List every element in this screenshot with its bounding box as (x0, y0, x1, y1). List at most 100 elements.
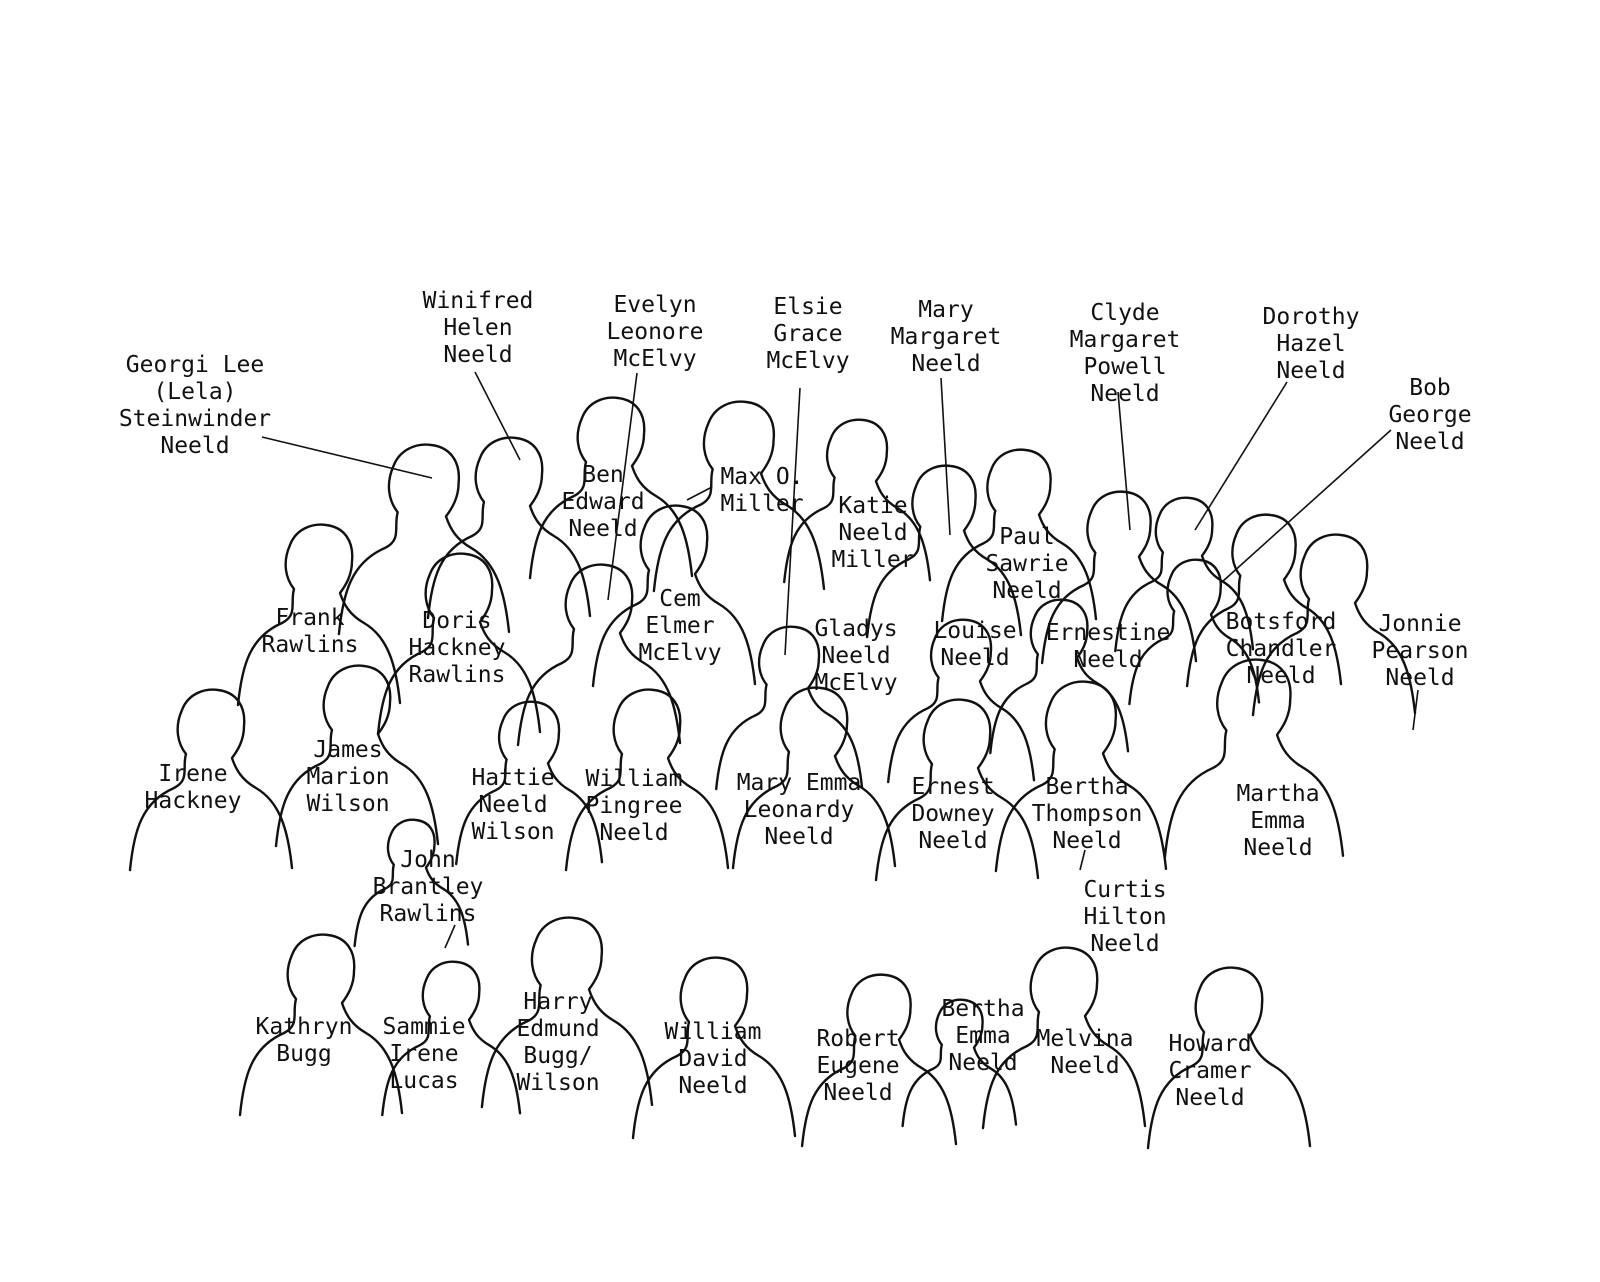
name-line: Neeld (678, 1073, 748, 1099)
name-line: Leonore (606, 319, 704, 345)
name-line: Miller (831, 547, 915, 573)
name-line: McElvy (613, 346, 697, 372)
silhouette-bob (1128, 558, 1261, 706)
name-line: Cramer (1168, 1058, 1252, 1084)
name-line: Bugg (276, 1041, 332, 1067)
name-line: Miller (720, 491, 804, 517)
name-line: Katie (838, 493, 908, 519)
silhouette-ernestine (989, 598, 1130, 755)
name-line: Elmer (645, 613, 715, 639)
name-line: Margaret (890, 324, 1002, 350)
name-line: Sammie (382, 1014, 466, 1040)
name-line: Neeld (1090, 931, 1160, 957)
name-line: Neeld (823, 1080, 893, 1106)
name-line: Neeld (160, 433, 230, 459)
name-line: Wilson (471, 819, 555, 845)
name-line: Gladys (814, 616, 898, 642)
name-line: (Lela) (153, 379, 237, 405)
silhouette-gladys (715, 625, 864, 791)
name-line: Thompson (1031, 801, 1143, 827)
pointer-line (1117, 391, 1131, 531)
name-line: Sawrie (985, 551, 1069, 577)
silhouette-dorothy (1114, 496, 1255, 653)
silhouette-james (274, 664, 440, 848)
name-line: Frank (275, 605, 345, 631)
name-line: Mary Emma (736, 770, 862, 796)
name-line: Neeld (478, 792, 548, 818)
name-line: Mary (918, 297, 974, 323)
silhouette-clyde (1040, 490, 1198, 665)
pointer-line (784, 387, 801, 656)
silhouette-robert (800, 973, 958, 1148)
name-line: Evelyn (613, 292, 697, 318)
name-line: Wilson (516, 1070, 600, 1096)
silhouette-cem (591, 504, 757, 688)
name-line: Kathryn (255, 1014, 353, 1040)
name-line: Georgi Lee (125, 352, 265, 378)
silhouette-mary-emma (731, 686, 897, 870)
name-line: Chandler (1225, 636, 1337, 662)
name-line: William (585, 766, 683, 792)
name-line: Clyde (1090, 300, 1160, 326)
name-line: Winifred (422, 288, 534, 314)
name-line: Margaret (1069, 327, 1181, 353)
name-line: Neeld (1073, 647, 1143, 673)
silhouette-sammie (381, 960, 522, 1117)
pointer-line (1412, 689, 1419, 731)
name-line: James (313, 737, 383, 763)
name-line: Neeld (568, 516, 638, 542)
name-line: Neeld (1050, 1053, 1120, 1079)
name-line: Curtis (1083, 877, 1167, 903)
name-line: Neeld (1276, 358, 1346, 384)
name-line: David (678, 1046, 748, 1072)
name-line: Neeld (1385, 665, 1455, 691)
name-line: Hackney (144, 788, 242, 814)
name-line: Ernestine (1045, 620, 1171, 646)
name-line: Neeld (838, 520, 908, 546)
name-line: Cem (659, 586, 701, 612)
name-line: Steinwinder (118, 406, 272, 432)
name-line: Neeld (948, 1050, 1018, 1076)
name-line: McElvy (638, 640, 722, 666)
name-line: Bertha (941, 996, 1025, 1022)
name-line: Irene (158, 761, 228, 787)
name-line: Edward (561, 489, 645, 515)
pointer-line (940, 377, 951, 536)
pointer-line (1079, 849, 1086, 871)
silhouette-ernest (874, 698, 1040, 882)
name-line: Irene (389, 1041, 459, 1067)
name-line: Pingree (585, 793, 683, 819)
name-line: Louise (933, 618, 1017, 644)
pointer-line (474, 371, 521, 461)
name-line: Howard (1168, 1031, 1252, 1057)
name-line: Paul (999, 524, 1055, 550)
silhouette-jonnie (1251, 533, 1417, 717)
silhouette-william-pingree (564, 688, 730, 872)
name-line: Elsie (773, 294, 843, 320)
name-line: Neeld (1395, 429, 1465, 455)
name-line: George (1388, 402, 1472, 428)
name-line: Neeld (911, 351, 981, 377)
name-line: Rawlins (261, 632, 359, 658)
name-line: Lucas (389, 1068, 459, 1094)
name-line: Melvina (1036, 1026, 1134, 1052)
